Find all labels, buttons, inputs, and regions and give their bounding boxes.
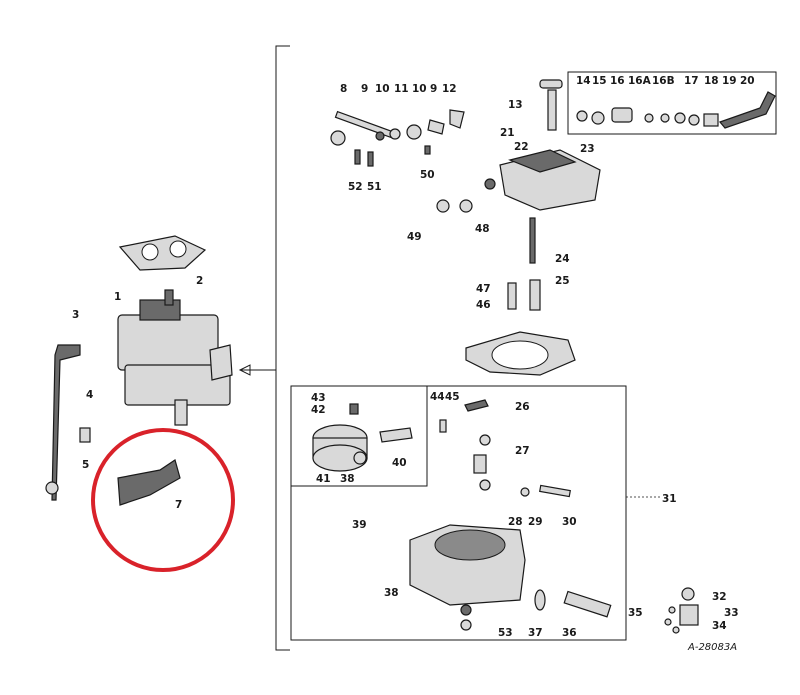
washer-part-37 <box>534 589 546 611</box>
label-48: 48 <box>475 223 490 235</box>
label-46: 46 <box>476 299 491 311</box>
label-43: 43 <box>311 392 326 404</box>
assembly-bracket <box>240 45 290 651</box>
label-11: 11 <box>394 83 409 95</box>
label-39: 39 <box>352 519 367 531</box>
label-35: 35 <box>628 607 643 619</box>
label-36: 36 <box>562 627 577 639</box>
label-3: 3 <box>72 309 79 321</box>
label-14: 14 <box>576 75 591 87</box>
label-9b: 9 <box>430 83 437 95</box>
label-51: 51 <box>367 181 382 193</box>
label-19: 19 <box>722 75 737 87</box>
label-37: 37 <box>528 627 543 639</box>
parts-box-14-20 <box>567 71 777 135</box>
label-13: 13 <box>508 99 523 111</box>
label-16b: 16B <box>652 75 675 87</box>
label-27: 27 <box>515 445 530 457</box>
label-4: 4 <box>86 389 93 401</box>
label-40: 40 <box>392 457 407 469</box>
throttle-shaft-group <box>330 109 465 167</box>
float-group <box>312 403 413 472</box>
label-5: 5 <box>82 459 89 471</box>
throttle-rod-part-4 <box>51 344 81 501</box>
label-21: 21 <box>500 127 515 139</box>
label-33: 33 <box>724 607 739 619</box>
label-9a: 9 <box>361 83 368 95</box>
label-50: 50 <box>420 169 435 181</box>
parts-row-14-20 <box>576 91 776 129</box>
label-16a: 16A <box>628 75 652 87</box>
stem-part-24 <box>529 217 536 264</box>
label-29: 29 <box>528 516 543 528</box>
rod-end <box>45 481 59 495</box>
label-42: 42 <box>311 404 326 416</box>
label-32: 32 <box>712 591 727 603</box>
label-12: 12 <box>442 83 457 95</box>
drain-group <box>664 587 699 634</box>
parts-box-bowl <box>290 385 627 641</box>
label-25: 25 <box>555 275 570 287</box>
parts-box-float <box>290 385 428 487</box>
gasket-hole <box>141 243 159 261</box>
label-53: 53 <box>498 627 513 639</box>
label-24: 24 <box>555 253 570 265</box>
part-5-shape <box>79 427 91 443</box>
label-47: 47 <box>476 283 491 295</box>
label-44: 44 <box>430 391 445 403</box>
label-38b: 38 <box>340 473 355 485</box>
label-10b: 10 <box>412 83 427 95</box>
float-bowl-part-38 <box>409 524 526 631</box>
label-10a: 10 <box>375 83 390 95</box>
label-45: 45 <box>445 391 460 403</box>
label-41: 41 <box>316 473 331 485</box>
label-1: 1 <box>114 291 121 303</box>
carburetor-assembly-part-1 <box>117 289 233 426</box>
label-49: 49 <box>407 231 422 243</box>
screw-part-36 <box>563 590 612 618</box>
label-16: 16 <box>610 75 625 87</box>
label-15: 15 <box>592 75 607 87</box>
gasket-hole <box>169 240 187 258</box>
gasket-part-2 <box>118 235 207 271</box>
label-31: 31 <box>662 493 677 505</box>
jets-group <box>439 399 571 498</box>
highlight-circle <box>91 428 235 572</box>
label-23: 23 <box>580 143 595 155</box>
label-30: 30 <box>562 516 577 528</box>
label-38a: 38 <box>384 587 399 599</box>
label-34: 34 <box>712 620 727 632</box>
stem-part-47 <box>507 282 517 310</box>
throttle-body-part-23 <box>436 79 601 213</box>
reference-code: A-28083A <box>687 642 737 653</box>
label-8: 8 <box>340 83 347 95</box>
part-labels: 1 2 3 4 5 7 8 9 10 11 10 9 12 13 14 15 1… <box>72 75 755 653</box>
label-22: 22 <box>514 141 529 153</box>
label-2: 2 <box>196 275 203 287</box>
bracket-part-7 <box>117 459 181 506</box>
label-28: 28 <box>508 516 523 528</box>
label-52: 52 <box>348 181 363 193</box>
label-7: 7 <box>175 499 182 511</box>
bracket-arrow <box>238 364 251 376</box>
label-20: 20 <box>740 75 755 87</box>
stem-part-25 <box>529 279 541 311</box>
label-17: 17 <box>684 75 699 87</box>
label-18: 18 <box>704 75 719 87</box>
label-26: 26 <box>515 401 530 413</box>
